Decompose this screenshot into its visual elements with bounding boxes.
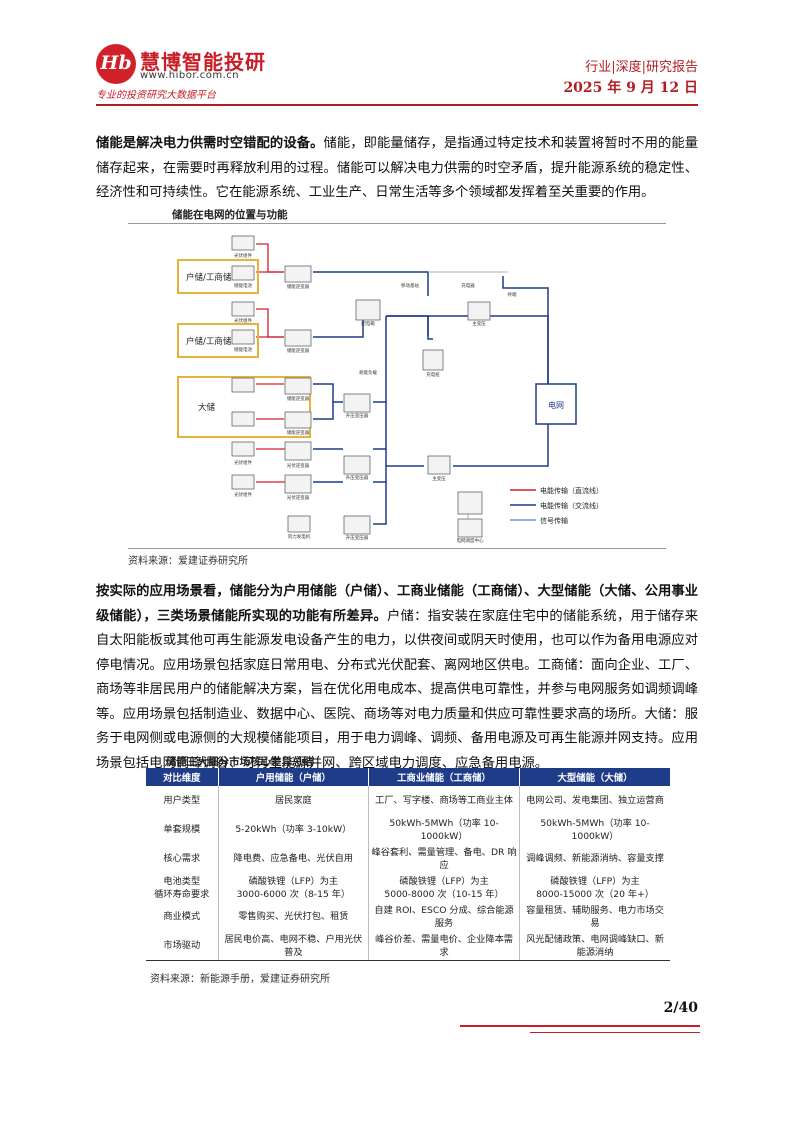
svg-text:储能逆变器: 储能逆变器	[287, 395, 310, 402]
svg-text:光伏逆变器: 光伏逆变器	[287, 494, 310, 501]
table-header: 工商业储能（工商储）	[368, 768, 521, 786]
table-row: 商业模式零售购买、光伏打包、租赁自建 ROI、ESCO 分成、综合能源服务容量租…	[146, 902, 670, 931]
svg-text:充电桩: 充电桩	[426, 371, 440, 378]
legend-signal: 信号传输	[540, 516, 568, 525]
figure-source: 资料来源：爱建证券研究所	[128, 556, 248, 567]
table-cell: 工厂、写字楼、商场等工商业主体	[368, 786, 521, 815]
table-row: 市场驱动居民电价高、电网不稳、户用光伏普及峰谷价差、需量电价、企业降本需求风光配…	[146, 931, 670, 961]
svg-text:储能电池: 储能电池	[234, 282, 252, 289]
legend-ac: 电能传输（交流线）	[540, 501, 603, 510]
table-cell: 容量租赁、辅助服务、电力市场交易	[526, 904, 664, 929]
svg-text:光伏组件: 光伏组件	[234, 459, 252, 466]
svg-text:终端: 终端	[508, 291, 517, 298]
svg-text:充电器: 充电器	[461, 282, 475, 289]
table-cell: 零售购买、光伏打包、租赁	[218, 902, 370, 931]
table-cell: 风光配储政策、电网调峰缺口、新能源消纳	[519, 931, 670, 961]
footer-line-thin	[530, 1032, 700, 1033]
svg-text:移动基站: 移动基站	[401, 282, 419, 289]
paragraph-intro-body: 储能，即能量储存，是指通过特定技术和装置将暂时不用的能量储存起来，在需要时再释放…	[96, 136, 698, 200]
table-row: 用户类型居民家庭工厂、写字楼、商场等工商业主体电网公司、发电集团、独立运营商	[146, 786, 670, 815]
svg-text:储能逆变器: 储能逆变器	[287, 347, 310, 354]
table-row: 电池类型 循环寿命要求磷酸铁锂（LFP）为主 3000-6000 次（8-15 …	[146, 873, 670, 902]
header-divider	[96, 104, 698, 106]
svg-text:升压变压器: 升压变压器	[346, 412, 369, 419]
table-cell: 单套规模	[146, 815, 219, 844]
paragraph-scenarios: 按实际的应用场景看，储能分为户用储能（户储）、工商业储能（工商储）、大型储能（大…	[96, 580, 698, 776]
svg-text:耗能负载: 耗能负载	[359, 369, 377, 376]
table-cell: 居民家庭	[218, 786, 370, 815]
table-row: 核心需求降电费、应急备电、光伏自用峰谷套利、需量管理、备电、DR 响应调峰调频、…	[146, 844, 670, 873]
logo-slogan: 专业的投资研究大数据平台	[96, 90, 216, 101]
svg-text:储能逆变器: 储能逆变器	[287, 429, 310, 436]
grid-diagram: 户储/工商储 户储/工商储 大储 电网 光伏组件 储能电池 储能逆变器 光伏组件…	[177, 235, 603, 544]
svg-text:主变压: 主变压	[432, 475, 446, 482]
table-header: 对比维度	[146, 768, 219, 786]
svg-text:配电箱: 配电箱	[361, 320, 375, 327]
table-header: 户用储能（户储）	[218, 768, 370, 786]
logo-name: 慧博智能投研	[140, 50, 266, 74]
figure-title: 储能在电网的位置与功能	[172, 209, 288, 221]
table-cell: 峰谷套利、需量管理、备电、DR 响应	[368, 844, 521, 873]
page-number: 2/40	[663, 1000, 698, 1016]
table-cell: 50kWh-5MWh（功率 10-1000kW）	[540, 817, 650, 842]
table-cell: 50kWh-5MWh（功率 10-1000kW）	[368, 815, 521, 844]
label-home2: 户储/工商储	[186, 336, 232, 347]
table-cell: 电网公司、发电集团、独立运营商	[526, 795, 664, 806]
report-type: 行业|深度|研究报告	[585, 60, 698, 75]
paragraph-scenarios-lead: 按实际的应用场景看，储能分为户用储能（户储）、工商业储能（工商储）、大型储能（大…	[96, 584, 698, 624]
table-cell: 5-20kWh（功率 3-10kW）	[218, 815, 370, 844]
svg-text:光伏组件: 光伏组件	[234, 491, 252, 498]
svg-text:储能逆变器: 储能逆变器	[287, 283, 310, 290]
table-cell: 电池类型 循环寿命要求	[146, 873, 219, 902]
svg-text:光伏组件: 光伏组件	[234, 317, 252, 324]
svg-text:光伏组件: 光伏组件	[234, 252, 252, 259]
logo-url[interactable]: www.hibor.com.cn	[140, 70, 240, 81]
svg-text:主变压: 主变压	[472, 320, 486, 327]
table-cell: 自建 ROI、ESCO 分成、综合能源服务	[368, 902, 521, 931]
table-cell: 峰谷价差、需量电价、企业降本需求	[368, 931, 521, 961]
table-cell: 调峰调频、新能源消纳、容量支撑	[526, 853, 664, 864]
svg-text:升压变压器: 升压变压器	[346, 534, 369, 541]
svg-text:电网调度中心: 电网调度中心	[457, 537, 484, 544]
svg-text:光伏逆变器: 光伏逆变器	[287, 462, 310, 469]
svg-text:储能电池: 储能电池	[234, 346, 252, 353]
report-date: 2025 年 9 月 12 日	[563, 80, 698, 96]
label-home1: 户储/工商储	[186, 272, 232, 283]
table-cell: 市场驱动	[146, 931, 219, 961]
logo-icon: Hb	[96, 44, 136, 84]
paragraph-intro: 储能是解决电力供需时空错配的设备。储能，即能量储存，是指通过特定技术和装置将暂时…	[96, 132, 698, 206]
grid-node	[535, 383, 577, 425]
table-cell: 磷酸铁锂（LFP）为主 8000-15000 次（20 年+）	[536, 875, 654, 900]
figure-bottom-divider	[128, 548, 666, 549]
table-cell: 用户类型	[146, 786, 219, 815]
comparison-table: 对比维度 户用储能（户储） 工商业储能（工商储） 大型储能（大储） 用户类型居民…	[146, 768, 670, 961]
table-cell: 商业模式	[146, 902, 219, 931]
table-cell: 磷酸铁锂（LFP）为主 5000-8000 次（10-15 年）	[368, 873, 521, 902]
legend-dc: 电能传输（直流线）	[540, 486, 603, 495]
table-cell: 居民电价高、电网不稳、户用光伏普及	[218, 931, 370, 961]
table-source: 资料来源：新能源手册，爱建证券研究所	[150, 974, 330, 985]
footer-line	[460, 1025, 700, 1027]
svg-text:升压变压器: 升压变压器	[346, 474, 369, 481]
table-cell: 核心需求	[146, 844, 219, 873]
paragraph-intro-lead: 储能是解决电力供需时空错配的设备。	[96, 136, 324, 151]
table-header: 大型储能（大储）	[519, 768, 670, 786]
table-cell: 磷酸铁锂（LFP）为主 3000-6000 次（8-15 年）	[218, 873, 370, 902]
paragraph-scenarios-body: 户储：指安装在家庭住宅中的储能系统，用于储存来自太阳能板或其他可再生能源发电设备…	[96, 608, 698, 771]
label-grid: 电网	[548, 400, 564, 410]
table-cell: 降电费、应急备电、光伏自用	[218, 844, 370, 873]
table-title: 储能三大细分市场核心差异总结	[166, 756, 313, 768]
figure-title-divider	[128, 223, 666, 224]
svg-text:风力发电机: 风力发电机	[288, 533, 311, 540]
label-large: 大储	[198, 402, 216, 413]
